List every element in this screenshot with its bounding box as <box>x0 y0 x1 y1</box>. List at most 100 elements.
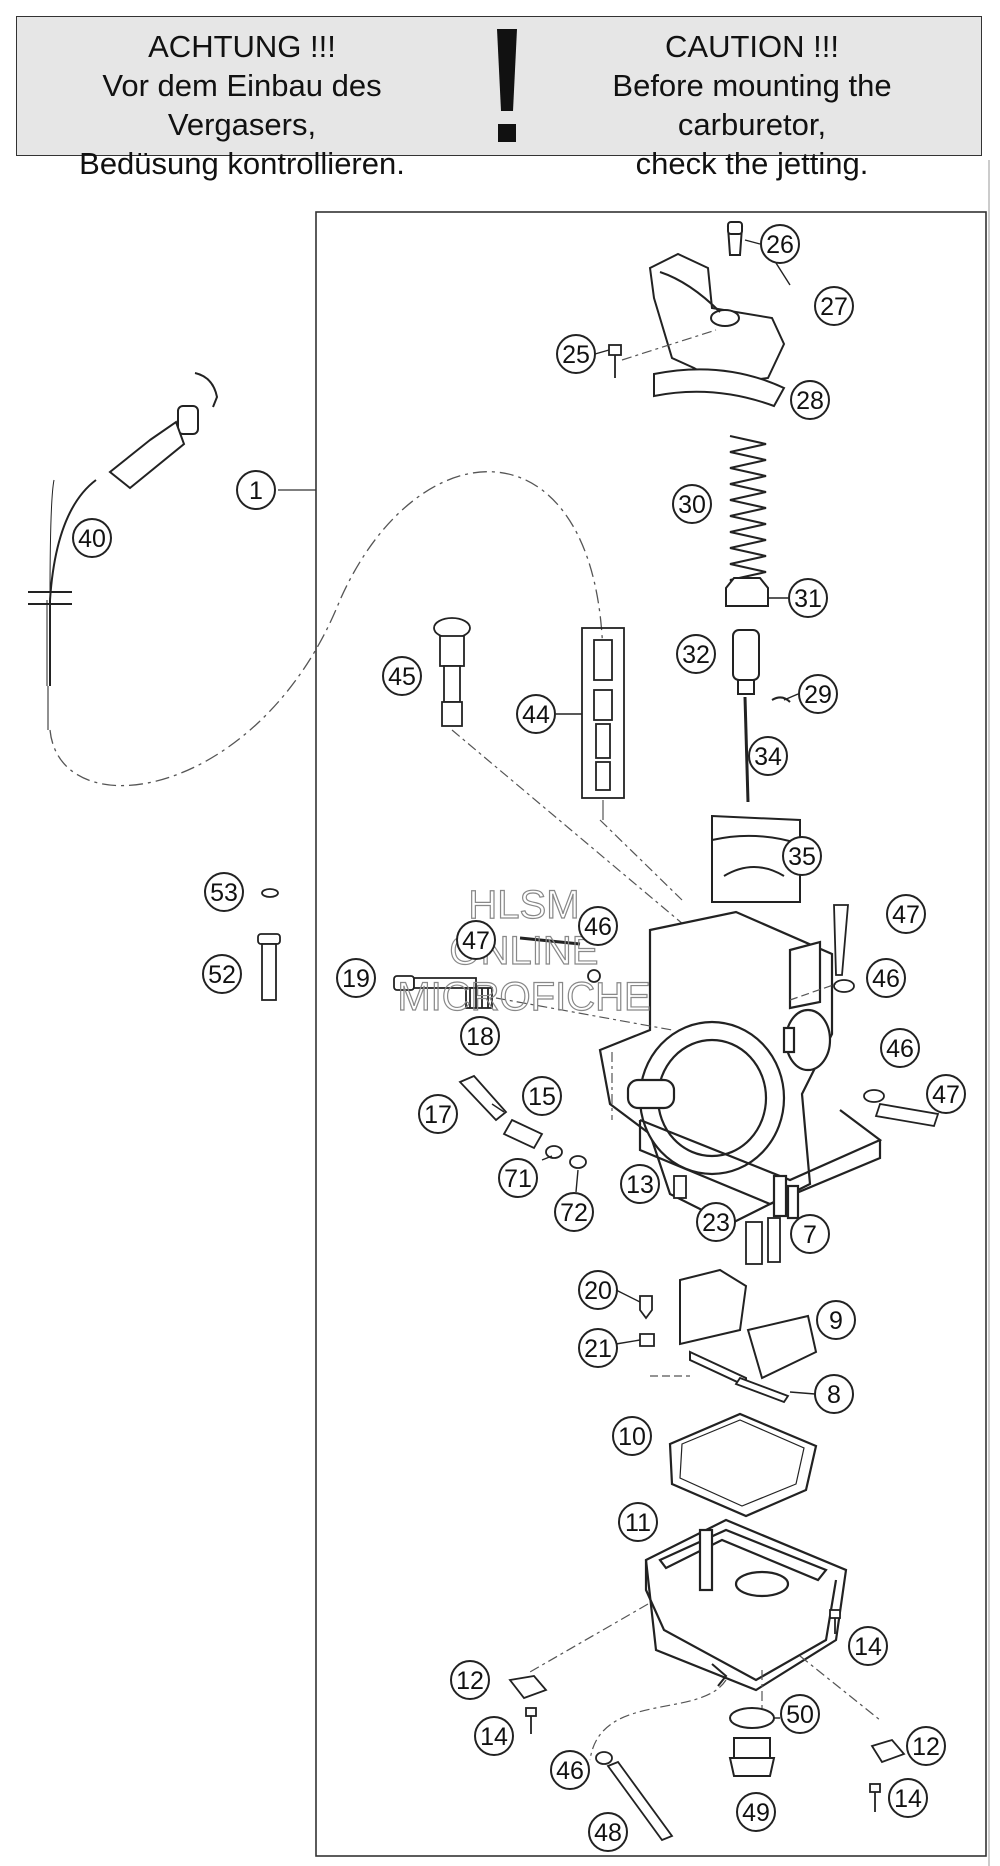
oring-50 <box>729 1707 775 1729</box>
air-screw-45 <box>433 617 471 727</box>
callout-27: 27 <box>814 286 854 326</box>
callout-26: 26 <box>760 224 800 264</box>
screw-17 <box>458 1074 508 1122</box>
english-line-2: check the jetting. <box>635 146 869 181</box>
callout-47-a: 47 <box>456 920 496 960</box>
jet-23 <box>745 1221 763 1265</box>
screw-47-left <box>519 936 581 946</box>
bracket-12-right <box>870 1738 906 1764</box>
callout-18: 18 <box>460 1016 500 1056</box>
svg-text:11: 11 <box>625 1509 651 1537</box>
callout-14-c: 14 <box>888 1778 928 1818</box>
svg-text:47: 47 <box>462 927 490 955</box>
german-warning: ACHTUNG !!! Vor dem Einbau des Vergasers… <box>27 27 457 183</box>
spring-15 <box>502 1118 544 1150</box>
callout-52: 52 <box>202 954 242 994</box>
hose-48 <box>606 1760 674 1842</box>
svg-text:12: 12 <box>912 1733 940 1761</box>
clamp-46-bottom <box>595 1751 613 1765</box>
screw-25 <box>608 344 622 378</box>
oring-46-right-upper <box>833 979 855 993</box>
callout-8: 8 <box>814 1374 854 1414</box>
callout-12-left: 12 <box>450 1660 490 1700</box>
svg-text:17: 17 <box>424 1101 452 1129</box>
callout-50: 50 <box>780 1694 820 1734</box>
svg-text:14: 14 <box>480 1723 508 1751</box>
watermark: HLSM ONLINE MICROFICHE <box>397 882 652 1019</box>
callout-47-c: 47 <box>926 1074 966 1114</box>
gasket-28 <box>653 368 786 408</box>
svg-text:44: 44 <box>522 701 550 729</box>
callout-15: 15 <box>522 1076 562 1116</box>
clip-21 <box>639 1333 655 1347</box>
svg-text:27: 27 <box>820 293 848 321</box>
svg-text:47: 47 <box>892 901 920 929</box>
watermark-line-3: MICROFICHE <box>397 975 650 1019</box>
callout-45: 45 <box>382 656 422 696</box>
english-warning: CAUTION !!! Before mounting the carburet… <box>537 27 967 183</box>
svg-text:34: 34 <box>754 743 782 771</box>
svg-text:20: 20 <box>584 1277 612 1305</box>
float-bowl-11 <box>644 1518 848 1692</box>
bracket-12-left <box>508 1675 548 1700</box>
callout-14-a: 14 <box>848 1626 888 1666</box>
callout-44: 44 <box>516 694 556 734</box>
callout-48: 48 <box>588 1812 628 1852</box>
svg-text:9: 9 <box>829 1307 843 1335</box>
svg-text:31: 31 <box>794 585 822 613</box>
callout-10: 10 <box>612 1416 652 1456</box>
svg-text:28: 28 <box>796 387 824 415</box>
needle-holder-32 <box>732 629 760 695</box>
callout-53: 53 <box>204 872 244 912</box>
svg-text:72: 72 <box>560 1199 588 1227</box>
svg-text:50: 50 <box>786 1701 814 1729</box>
callout-21: 21 <box>578 1328 618 1368</box>
callout-40: 40 <box>72 518 112 558</box>
assembly-frame <box>315 211 987 1857</box>
exclamation-icon <box>495 29 519 147</box>
callout-11: 11 <box>618 1502 658 1542</box>
svg-text:7: 7 <box>803 1221 817 1249</box>
throttle-slide-35 <box>711 814 801 903</box>
svg-text:1: 1 <box>249 477 263 505</box>
callout-49: 49 <box>736 1792 776 1832</box>
spring-30 <box>729 435 767 589</box>
svg-text:15: 15 <box>528 1083 556 1111</box>
svg-text:47: 47 <box>932 1081 960 1109</box>
callout-34: 34 <box>748 736 788 776</box>
svg-text:25: 25 <box>562 341 590 369</box>
svg-text:13: 13 <box>626 1171 654 1199</box>
screws-14 <box>525 1609 881 1812</box>
watermark-line-1: HLSM <box>468 883 579 927</box>
svg-text:21: 21 <box>584 1335 612 1363</box>
spring-18 <box>465 987 493 1009</box>
svg-text:52: 52 <box>208 961 236 989</box>
svg-text:12: 12 <box>456 1667 484 1695</box>
callout-17: 17 <box>418 1094 458 1134</box>
screw-19 <box>393 975 477 991</box>
callout-32: 32 <box>676 634 716 674</box>
callout-12-right: 12 <box>906 1726 946 1766</box>
float-bowl-gasket-10 <box>668 1412 818 1518</box>
callout-35: 35 <box>782 836 822 876</box>
svg-text:45: 45 <box>388 663 416 691</box>
oring-46-left <box>587 969 601 983</box>
svg-text:46: 46 <box>556 1757 584 1785</box>
callout-13: 13 <box>620 1164 660 1204</box>
callout-46-d: 46 <box>550 1750 590 1790</box>
jet-set-44 <box>581 627 625 799</box>
english-line-1: Before mounting the carburetor, <box>612 68 892 142</box>
callout-31: 31 <box>788 578 828 618</box>
svg-text:14: 14 <box>854 1633 882 1661</box>
callout-46-a: 46 <box>578 906 618 946</box>
svg-text:29: 29 <box>804 681 832 709</box>
svg-text:53: 53 <box>210 879 238 907</box>
callout-46-b: 46 <box>866 958 906 998</box>
float-9 <box>679 1268 818 1388</box>
callout-19: 19 <box>336 958 376 998</box>
svg-text:30: 30 <box>678 491 706 519</box>
callout-20: 20 <box>578 1270 618 1310</box>
tube-47-upper <box>833 904 849 976</box>
german-line-1: Vor dem Einbau des Vergasers, <box>102 68 382 142</box>
